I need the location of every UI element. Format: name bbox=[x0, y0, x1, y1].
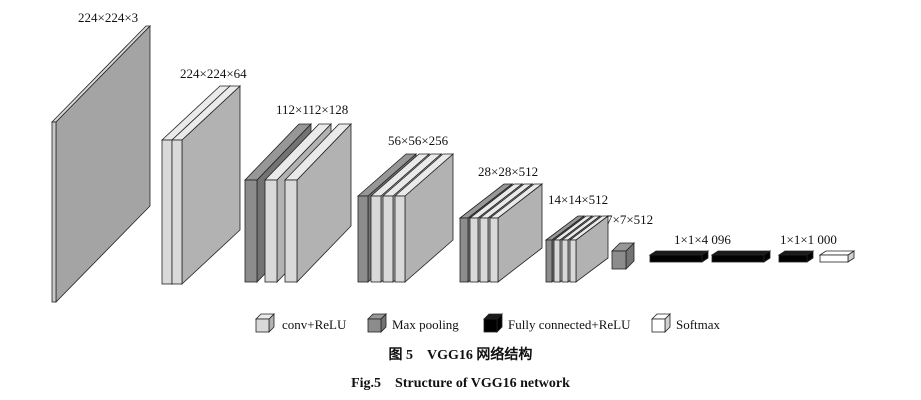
legend-icon-4 bbox=[651, 313, 671, 333]
block1-conv-2 bbox=[170, 85, 242, 285]
label-input: 224×224×3 bbox=[78, 10, 138, 25]
label-block5: 14×14×512 bbox=[548, 192, 608, 207]
pool5-cube bbox=[611, 242, 635, 270]
legend-icon-2 bbox=[367, 313, 387, 333]
fc-layer-2 bbox=[710, 250, 772, 263]
legend-conv-label: conv+ReLU bbox=[282, 317, 347, 332]
softmax-layer bbox=[818, 250, 856, 263]
fc-layer-1 bbox=[648, 250, 710, 263]
block2-conv-2 bbox=[284, 123, 352, 283]
legend-fc-label: Fully connected+ReLU bbox=[508, 317, 631, 332]
label-block1: 224×224×64 bbox=[180, 66, 247, 81]
label-block2: 112×112×128 bbox=[276, 102, 348, 117]
figure-caption-cn: 图 5 VGG16 网络结构 bbox=[388, 348, 533, 363]
legend-pool-label: Max pooling bbox=[392, 317, 459, 332]
block4-conv-3 bbox=[488, 183, 544, 283]
layer-blocks bbox=[51, 25, 856, 303]
block3-conv-3 bbox=[393, 153, 455, 283]
input-image-block bbox=[51, 25, 151, 303]
label-softmax: 1×1×1 000 bbox=[780, 232, 837, 247]
figure-caption-en: Fig.5 Structure of VGG16 network bbox=[351, 376, 570, 391]
legend-icon-3 bbox=[483, 313, 503, 333]
legend-softmax-label: Softmax bbox=[676, 317, 721, 332]
fc-layer-3 bbox=[777, 250, 815, 263]
legend bbox=[255, 313, 671, 333]
vgg16-diagram: 224×224×3 224×224×64 112×112×128 56×56×2… bbox=[51, 10, 856, 333]
legend-icon-1 bbox=[255, 313, 275, 333]
label-block3: 56×56×256 bbox=[388, 133, 449, 148]
block5-conv-3 bbox=[568, 215, 610, 283]
label-block4: 28×28×512 bbox=[478, 164, 538, 179]
label-pool5: 7×7×512 bbox=[606, 212, 653, 227]
label-fc: 1×1×4 096 bbox=[674, 232, 731, 247]
